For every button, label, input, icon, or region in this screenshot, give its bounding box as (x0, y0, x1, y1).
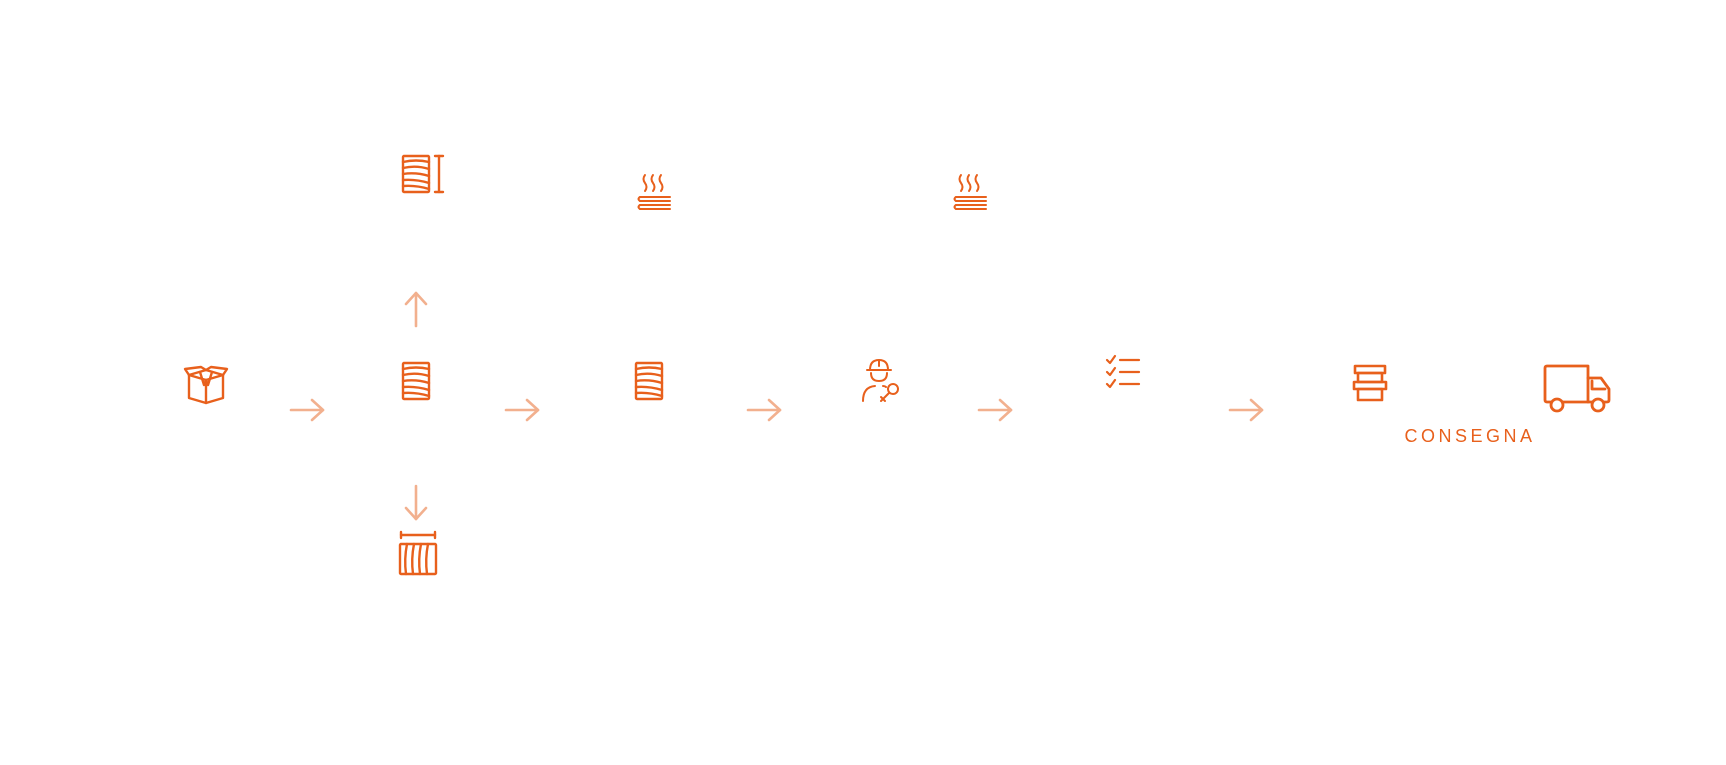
arrow-right-icon (746, 398, 783, 422)
panel-height-measure-icon (401, 154, 445, 194)
wood-panel-icon (401, 361, 431, 401)
open-box-icon (183, 365, 229, 405)
arrow-right-icon (289, 398, 326, 422)
arrow-right-icon (977, 398, 1014, 422)
heat-layers-icon (953, 173, 989, 211)
delivery-label: CONSEGNA (1404, 426, 1536, 446)
stacked-boxes-icon (1352, 364, 1388, 402)
wood-panel-icon (634, 361, 664, 401)
arrow-up-icon (404, 291, 428, 328)
heat-layers-icon (637, 173, 673, 211)
arrow-down-icon (404, 484, 428, 521)
delivery-truck-icon (1543, 364, 1615, 414)
arrow-right-icon (504, 398, 541, 422)
arrow-right-icon (1228, 398, 1265, 422)
panel-width-measure-icon (398, 530, 438, 576)
technician-icon (861, 357, 901, 403)
checklist-icon (1105, 354, 1141, 391)
